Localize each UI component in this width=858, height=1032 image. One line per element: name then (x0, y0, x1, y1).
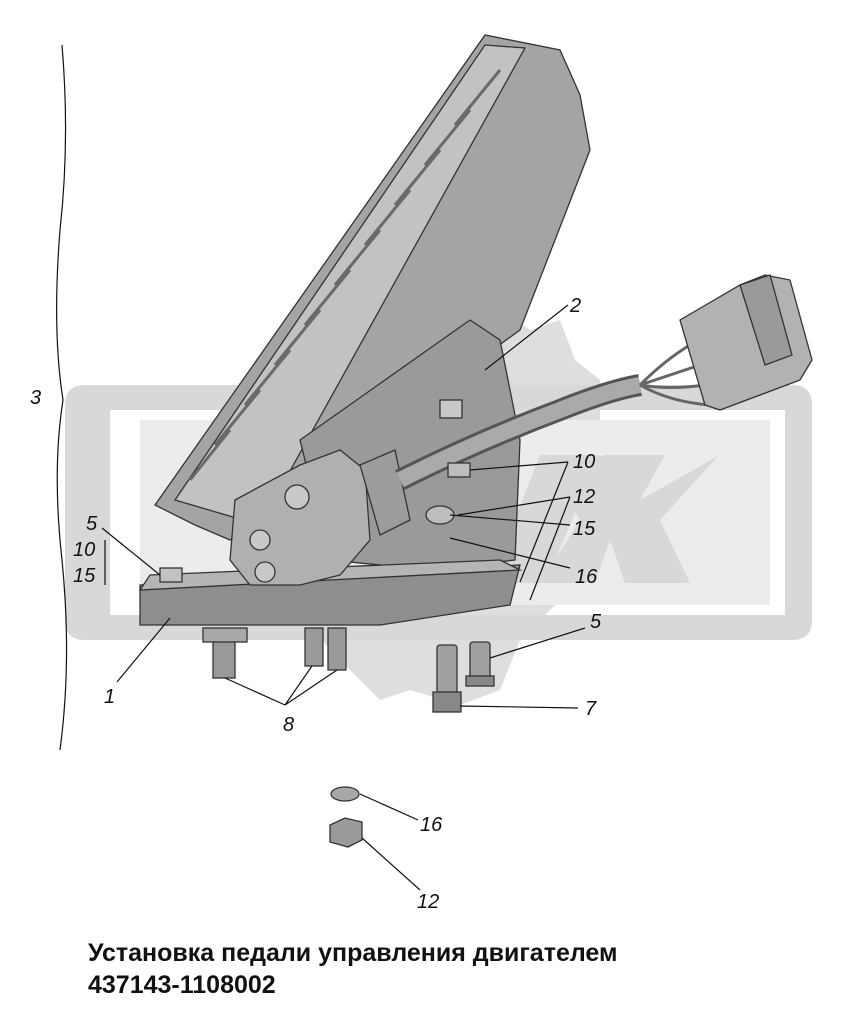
leader-lines (101, 304, 586, 891)
callout-5-left: 5 (86, 513, 98, 535)
washer-and-nut (329, 786, 363, 848)
diagram-caption: Установка педали управления двигателем 4… (88, 937, 617, 1001)
loose-bolts (432, 641, 495, 713)
callout-2: 2 (569, 295, 581, 317)
callout-7: 7 (585, 698, 597, 720)
callout-15-right: 15 (573, 518, 596, 540)
callout-10-right: 10 (573, 451, 595, 473)
callout-16-washer: 16 (420, 814, 443, 836)
callout-3: 3 (30, 387, 41, 409)
callout-8: 8 (283, 714, 294, 736)
callout-12-right: 12 (573, 486, 595, 508)
brace-3 (56, 44, 68, 751)
callout-10-left: 10 (73, 539, 95, 561)
callout-5-bolt: 5 (590, 611, 602, 633)
callout-16-right: 16 (575, 566, 598, 588)
callout-1: 1 (104, 686, 115, 708)
callout-12-nut: 12 (417, 891, 439, 913)
caption-part-number: 437143-1108002 (88, 971, 276, 999)
callout-15-left: 15 (73, 565, 96, 587)
caption-title: Установка педали управления двигателем (88, 939, 618, 967)
pedal-assembly (138, 34, 813, 679)
